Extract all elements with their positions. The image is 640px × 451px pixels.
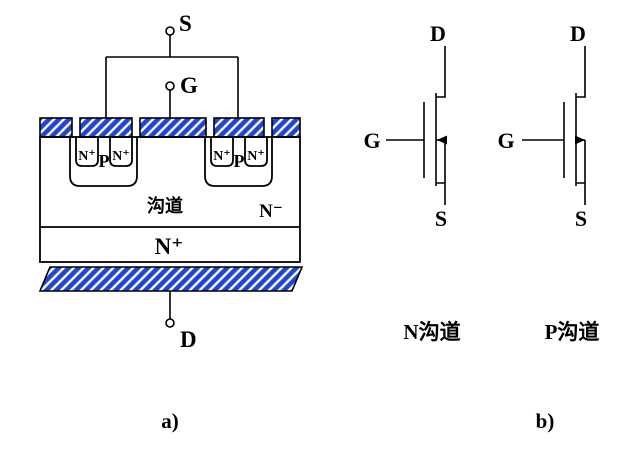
metal-segment-left-edge <box>39 117 73 138</box>
n-channel-gate-label: G <box>363 128 380 153</box>
left-n-plus-label-2: N⁺ <box>112 149 130 164</box>
channel-region-label: 沟道 <box>147 195 183 216</box>
p-channel-source-label: S <box>575 206 587 231</box>
n-channel-symbol: D G S N沟道 <box>363 21 460 344</box>
source-wire <box>105 35 239 118</box>
metal-segment-source-right <box>213 117 265 138</box>
p-channel-source-lead <box>576 140 586 205</box>
left-n-plus-box-2 <box>109 137 133 167</box>
left-n-plus-box-1 <box>75 137 99 167</box>
p-channel-drain-lead <box>576 46 586 98</box>
p-channel-drain-label: D <box>570 21 586 46</box>
drift-region-label: N⁻ <box>259 201 283 222</box>
gate-terminal-label: G <box>180 73 198 98</box>
source-terminal-node <box>165 26 175 36</box>
left-p-label: P <box>99 151 110 171</box>
n-channel-symbol-label: N沟道 <box>403 320 460 344</box>
right-n-plus-box-1 <box>210 137 234 167</box>
right-n-plus-label-1: N⁺ <box>213 149 231 164</box>
metal-segment-source-left <box>79 117 133 138</box>
gate-terminal-node <box>165 81 175 91</box>
silicon-body <box>39 136 301 263</box>
right-p-label: P <box>234 151 245 171</box>
caption-a: a) <box>161 409 179 433</box>
n-channel-drain-label: D <box>430 21 446 46</box>
mosfet-cross-section: S G N⁺ P N⁺ N⁺ P N⁺ 沟道 N⁻ N⁺ <box>38 11 304 433</box>
left-p-well <box>69 137 138 187</box>
n-channel-source-label: S <box>435 206 447 231</box>
metal-segment-gate <box>139 117 207 138</box>
n-channel-drain-lead <box>436 46 446 98</box>
caption-b: b) <box>536 409 555 433</box>
p-channel-symbol-label: P沟道 <box>545 320 600 344</box>
right-p-well <box>204 137 273 187</box>
right-n-plus-box-2 <box>244 137 268 167</box>
p-channel-arrow-icon <box>575 135 585 145</box>
p-channel-symbol: D G S P沟道 <box>497 21 599 344</box>
source-terminal-label: S <box>179 11 192 36</box>
metal-segment-right-edge <box>271 117 301 138</box>
right-n-plus-label-2: N⁺ <box>247 149 265 164</box>
p-channel-gate-label: G <box>497 128 514 153</box>
left-n-plus-label-1: N⁺ <box>78 149 96 164</box>
drain-metallization <box>38 266 304 292</box>
substrate-region-label: N⁺ <box>155 234 184 259</box>
n-channel-source-lead <box>436 140 446 205</box>
drain-terminal-label: D <box>180 327 197 352</box>
drain-terminal-node <box>165 318 175 328</box>
